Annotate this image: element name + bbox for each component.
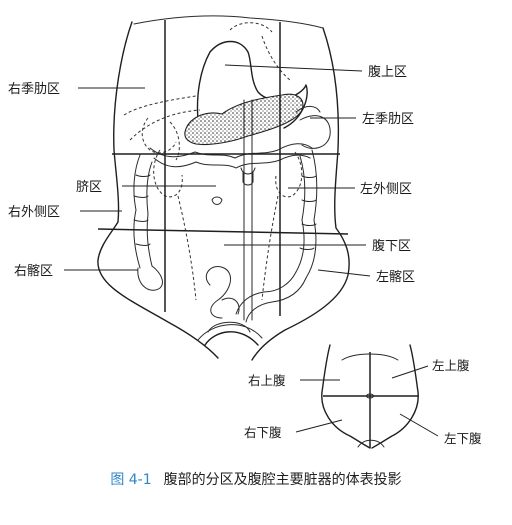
label-epigastric: 腹上区 (368, 64, 407, 80)
navel (212, 197, 222, 205)
label-umbilical: 脐区 (76, 180, 102, 195)
label-right-upper-quadrant: 右上腹 (248, 373, 286, 388)
label-left-hypochondriac: 左季肋区 (362, 112, 414, 127)
leader-lines (64, 65, 370, 276)
colon (134, 144, 317, 332)
label-left-iliac: 左髂区 (376, 269, 415, 285)
label-hypogastric: 腹下区 (372, 238, 411, 254)
quadrant-inset (296, 345, 438, 448)
caption-text: 腹部的分区及腹腔主要脏器的体表投影 (164, 472, 402, 488)
caption-number: 图 4-1 (110, 472, 151, 488)
label-right-iliac: 右髂区 (14, 263, 53, 279)
label-right-hypochondriac: 右季肋区 (8, 82, 60, 97)
label-left-lateral: 左外侧区 (360, 182, 412, 197)
label-right-lateral: 右外侧区 (8, 205, 60, 220)
label-right-lower-quadrant: 右下腹 (244, 425, 282, 440)
intertubercular-line (98, 229, 348, 234)
label-left-lower-quadrant: 左下腹 (444, 431, 482, 446)
label-left-upper-quadrant: 左上腹 (432, 358, 470, 373)
figure-caption: 图 4-1 腹部的分区及腹腔主要脏器的体表投影 (0, 469, 512, 489)
